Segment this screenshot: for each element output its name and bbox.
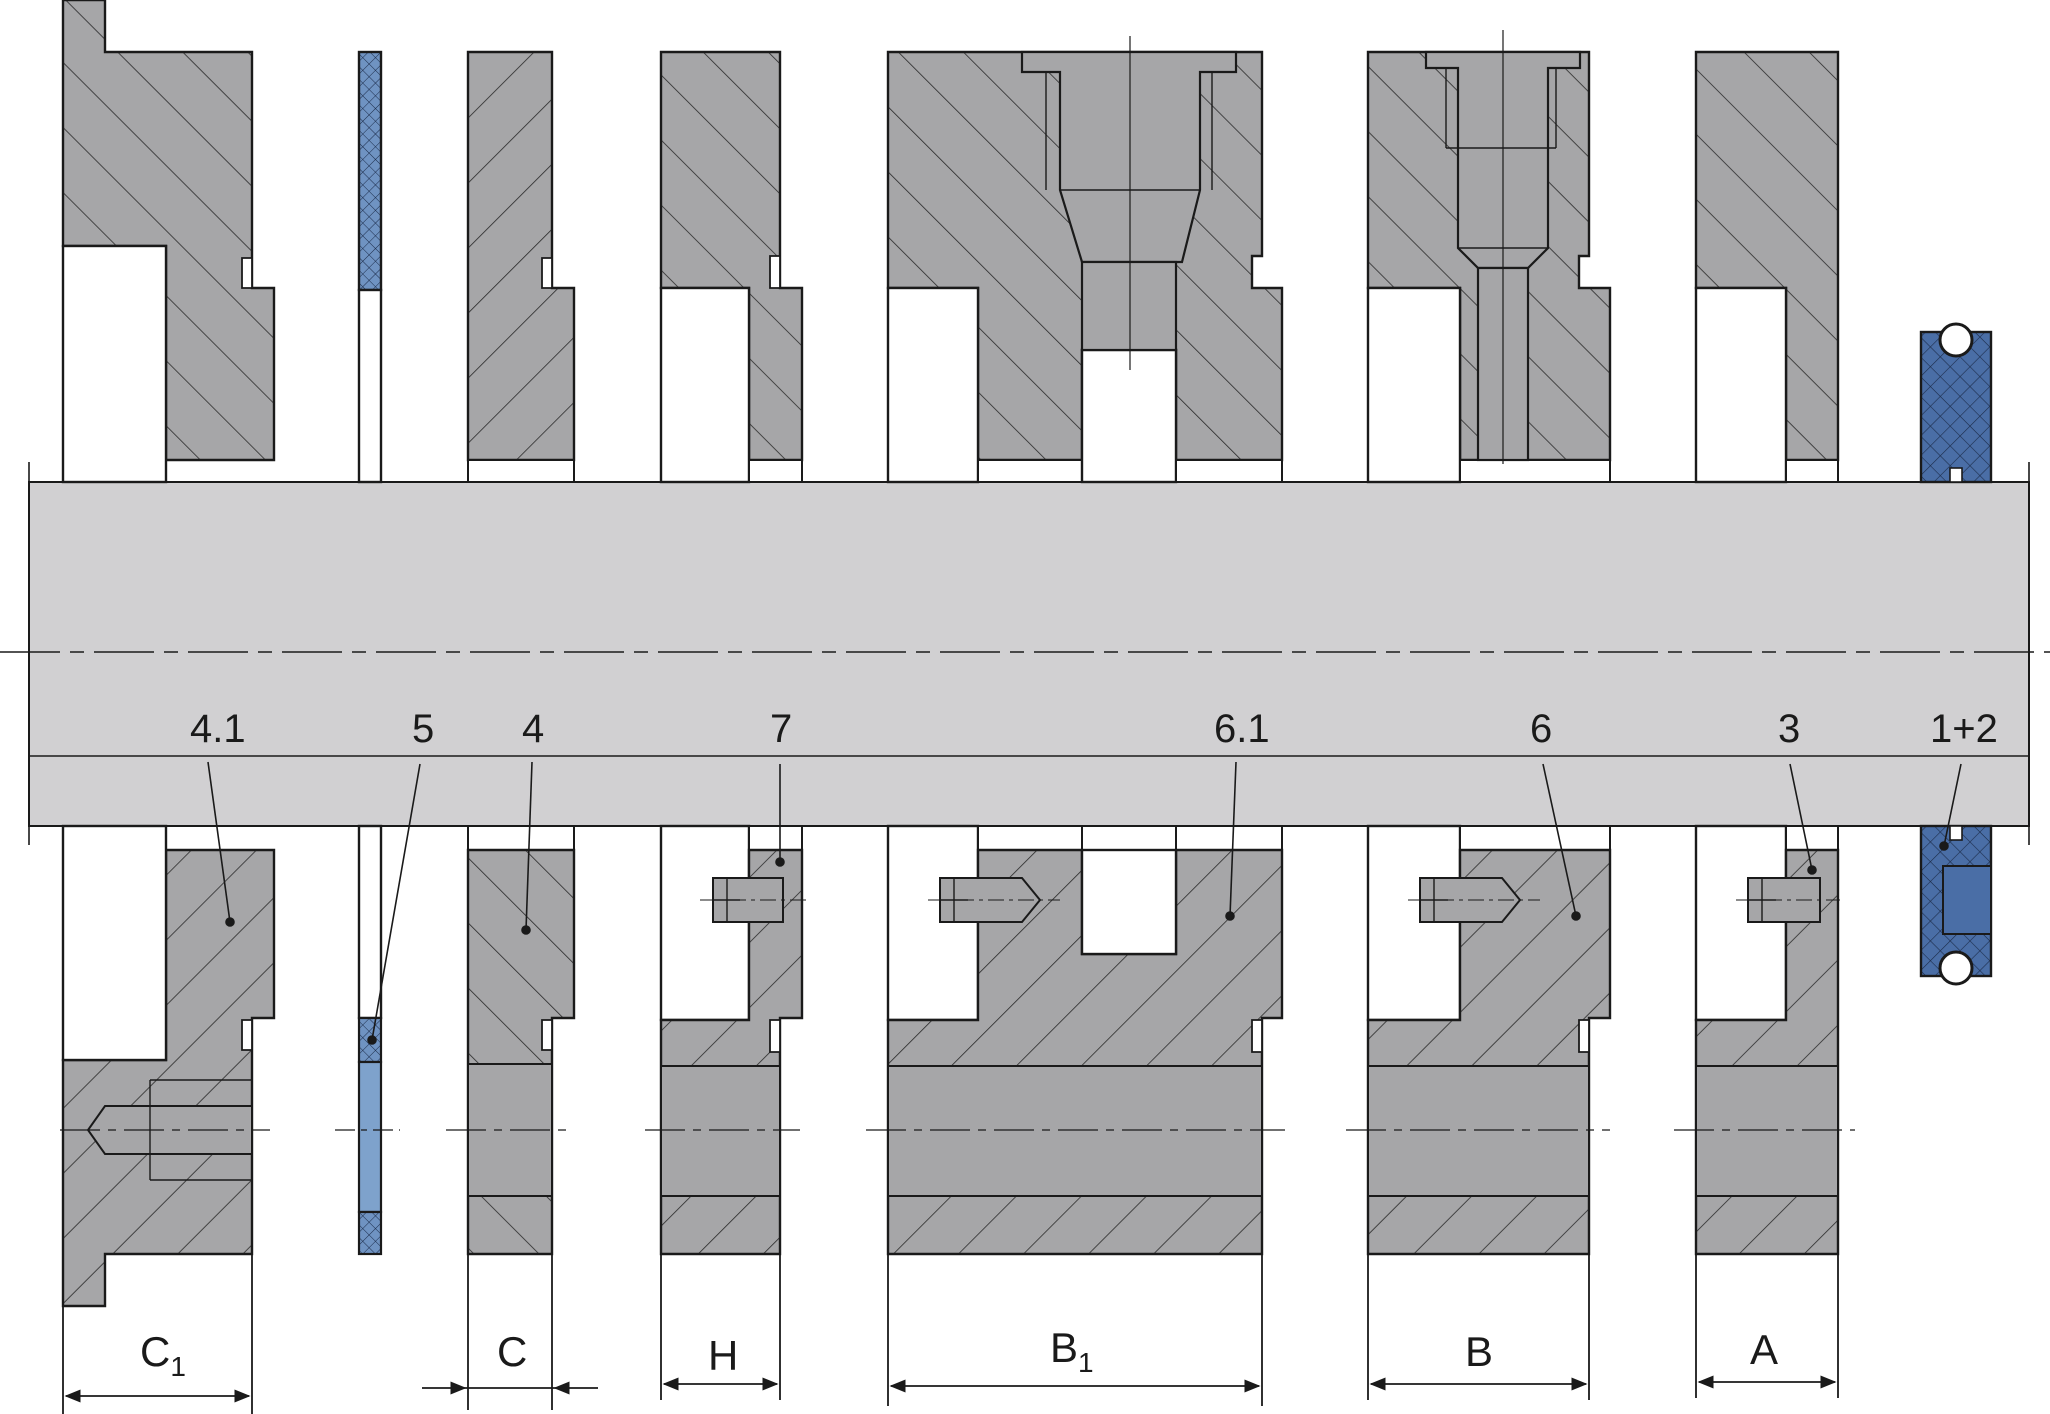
part-5-lower [335, 824, 400, 1256]
part-1-2-lower [1919, 824, 1993, 986]
part-4-upper [466, 50, 576, 483]
dim-label-B1: B1 [1050, 1324, 1094, 1378]
part-3-upper [1694, 50, 1840, 484]
dim-label-A: A [1750, 1326, 1778, 1373]
label-part-6-1: 6.1 [1214, 707, 1270, 751]
part-5-upper [357, 50, 383, 484]
label-part-4: 4 [522, 707, 544, 751]
part-4-lower [446, 825, 576, 1256]
label-part-7: 7 [770, 707, 792, 751]
dim-label-C1: C1 [140, 1328, 186, 1382]
part-7-upper [659, 50, 804, 484]
leader-lines [207, 761, 1962, 1045]
dimension-labels: C1 C H B1 B A [140, 1324, 1778, 1382]
label-part-3: 3 [1778, 707, 1800, 751]
dim-label-C: C [497, 1328, 527, 1375]
dim-label-B: B [1465, 1328, 1493, 1375]
part-1-2-upper [1919, 322, 1993, 484]
label-part-1-2: 1+2 [1930, 707, 1998, 751]
part-7-lower [645, 824, 810, 1256]
part-6-1-lower [866, 824, 1285, 1256]
part-labels: 4.1 5 4 7 6.1 6 3 1+2 [190, 707, 1998, 751]
part-6-1-upper [886, 36, 1284, 484]
part-3-lower [1674, 824, 1855, 1256]
label-part-4-1: 4.1 [190, 707, 246, 751]
label-part-6: 6 [1530, 707, 1552, 751]
label-part-5: 5 [412, 707, 434, 751]
shaft [0, 462, 2050, 845]
part-4-1-lower [60, 824, 276, 1308]
dimension-lines [62, 1254, 1839, 1414]
part-4-1-upper [61, 0, 276, 484]
dim-label-H: H [708, 1332, 738, 1379]
part-6-lower [1346, 824, 1612, 1256]
part-6-upper [1366, 30, 1612, 484]
